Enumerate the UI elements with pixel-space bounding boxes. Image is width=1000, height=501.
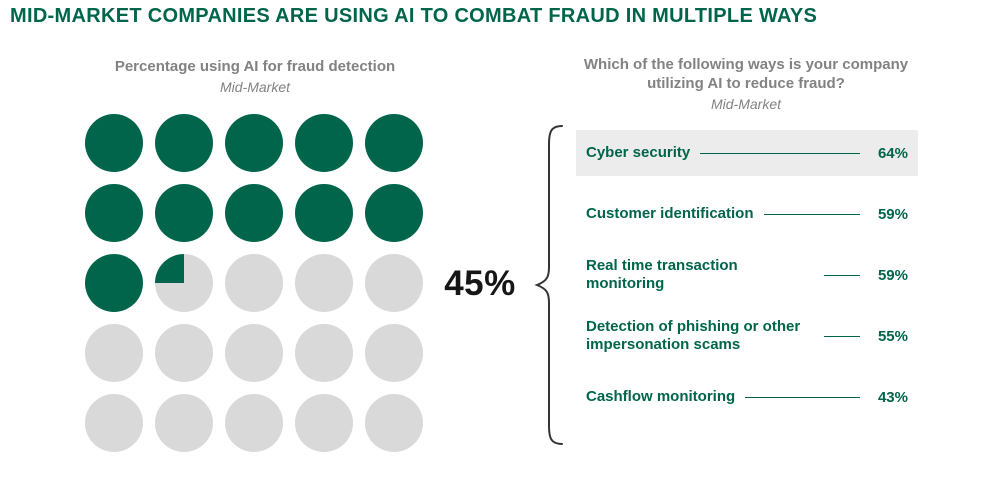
list-item: Customer identification 59%	[576, 191, 918, 237]
curly-brace-shape	[534, 125, 563, 445]
page-title: MID-MARKET COMPANIES ARE USING AI TO COM…	[10, 5, 818, 27]
left-chart-title: Percentage using AI for fraud detection	[114, 58, 396, 75]
waffle-circle	[155, 114, 213, 172]
waffle-circle	[365, 114, 423, 172]
waffle-circle	[225, 184, 283, 242]
waffle-circle	[365, 324, 423, 382]
item-value: 59%	[877, 266, 908, 284]
right-chart-header: Which of the following ways is your comp…	[570, 56, 922, 112]
waffle-circle	[85, 394, 143, 452]
waffle-circle	[155, 324, 213, 382]
waffle-circle	[225, 114, 283, 172]
waffle-circle	[155, 394, 213, 452]
waffle-circle	[85, 114, 143, 172]
right-chart-title: Which of the following ways is your comp…	[583, 56, 909, 92]
waffle-circle	[155, 184, 213, 242]
fraud-methods-list: Cyber security 64% Customer identification…	[576, 130, 918, 420]
item-label: Real time transaction monitoring	[586, 257, 738, 292]
item-value: 55%	[877, 327, 908, 345]
waffle-circle	[295, 394, 353, 452]
right-chart-subtitle: Mid-Market	[710, 95, 781, 112]
waffle-grid	[85, 114, 423, 452]
item-label: Detection of phishing or other impersona…	[586, 318, 801, 353]
leader-line	[745, 396, 860, 398]
leader-line	[763, 213, 860, 215]
waffle-circle	[85, 254, 143, 312]
waffle-circle	[295, 114, 353, 172]
left-chart-header: Percentage using AI for fraud detection …	[85, 58, 425, 95]
item-value: 59%	[877, 205, 908, 223]
list-item: Cyber security 64%	[576, 130, 918, 176]
waffle-value-label: 45%	[444, 264, 516, 303]
waffle-circle	[225, 394, 283, 452]
waffle-circle	[225, 324, 283, 382]
waffle-circle	[365, 394, 423, 452]
waffle-circle	[365, 254, 423, 312]
waffle-circle	[295, 324, 353, 382]
item-label: Cashflow monitoring	[586, 388, 736, 405]
leader-line	[824, 274, 860, 276]
curly-brace	[533, 124, 565, 451]
left-chart-subtitle: Mid-Market	[219, 78, 290, 95]
waffle-circle	[295, 254, 353, 312]
leader-line	[700, 152, 860, 154]
waffle-circle	[295, 184, 353, 242]
waffle-circle	[225, 254, 283, 312]
item-value: 64%	[877, 144, 908, 162]
list-item: Real time transaction monitoring 59%	[576, 252, 918, 298]
list-item: Cashflow monitoring 43%	[576, 374, 918, 420]
leader-line	[824, 335, 860, 337]
waffle-circle	[85, 184, 143, 242]
item-value: 43%	[877, 388, 908, 406]
waffle-circle	[85, 324, 143, 382]
waffle-circle	[365, 184, 423, 242]
list-item: Detection of phishing or other impersona…	[576, 313, 918, 359]
item-label: Customer identification	[586, 205, 754, 222]
waffle-circle	[155, 254, 213, 312]
item-label: Cyber security	[586, 144, 691, 161]
